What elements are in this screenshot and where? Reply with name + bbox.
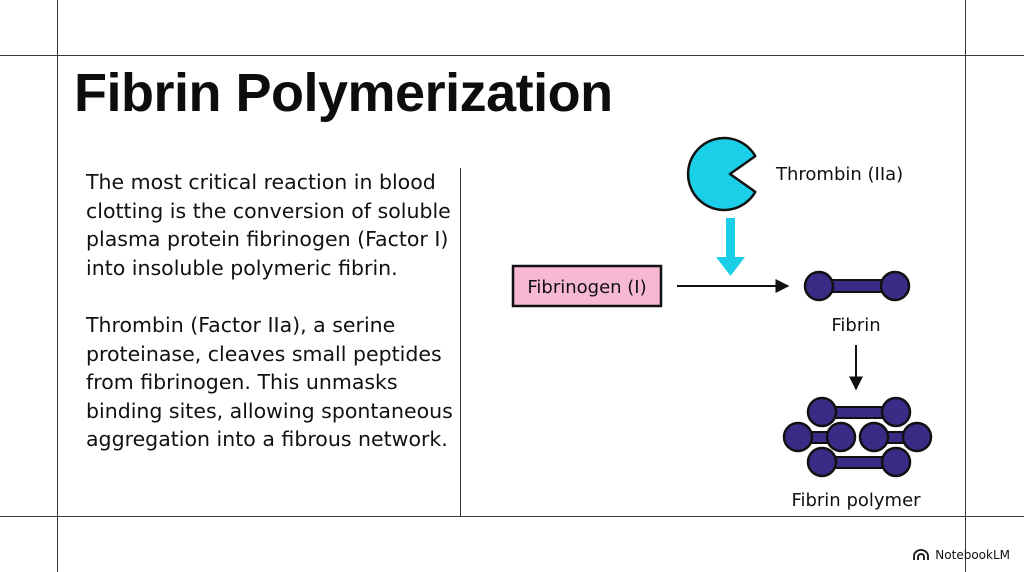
cyan-down-arrow xyxy=(716,218,745,276)
fibrin-label: Fibrin xyxy=(831,315,880,336)
body-text: The most critical reaction in blood clot… xyxy=(86,168,458,483)
brand-watermark: NotebookLM xyxy=(913,548,1010,562)
frame-line-bottom xyxy=(0,516,1024,517)
frame-line-top xyxy=(0,55,1024,56)
fibrin-monomer-icon xyxy=(803,270,911,302)
thrombin-label: Thrombin (IIa) xyxy=(775,164,903,185)
slide-title: Fibrin Polymerization xyxy=(74,63,613,123)
paragraph-thrombin: Thrombin (Factor IIa), a serine proteina… xyxy=(86,313,453,451)
frame-line-right xyxy=(965,0,966,572)
thrombin-icon xyxy=(686,136,757,212)
fibrinogen-box xyxy=(511,264,663,308)
fibrinogen-label: Fibrinogen (I) xyxy=(527,277,646,298)
fibrin-polymer-label: Fibrin polymer xyxy=(791,490,921,511)
column-divider xyxy=(460,168,461,516)
notebooklm-logo-icon xyxy=(913,549,930,560)
brand-name: NotebookLM xyxy=(935,548,1010,562)
fibrin-polymer-icon xyxy=(782,396,933,478)
frame-line-left xyxy=(57,0,58,572)
paragraph-intro: The most critical reaction in blood clot… xyxy=(86,170,451,280)
